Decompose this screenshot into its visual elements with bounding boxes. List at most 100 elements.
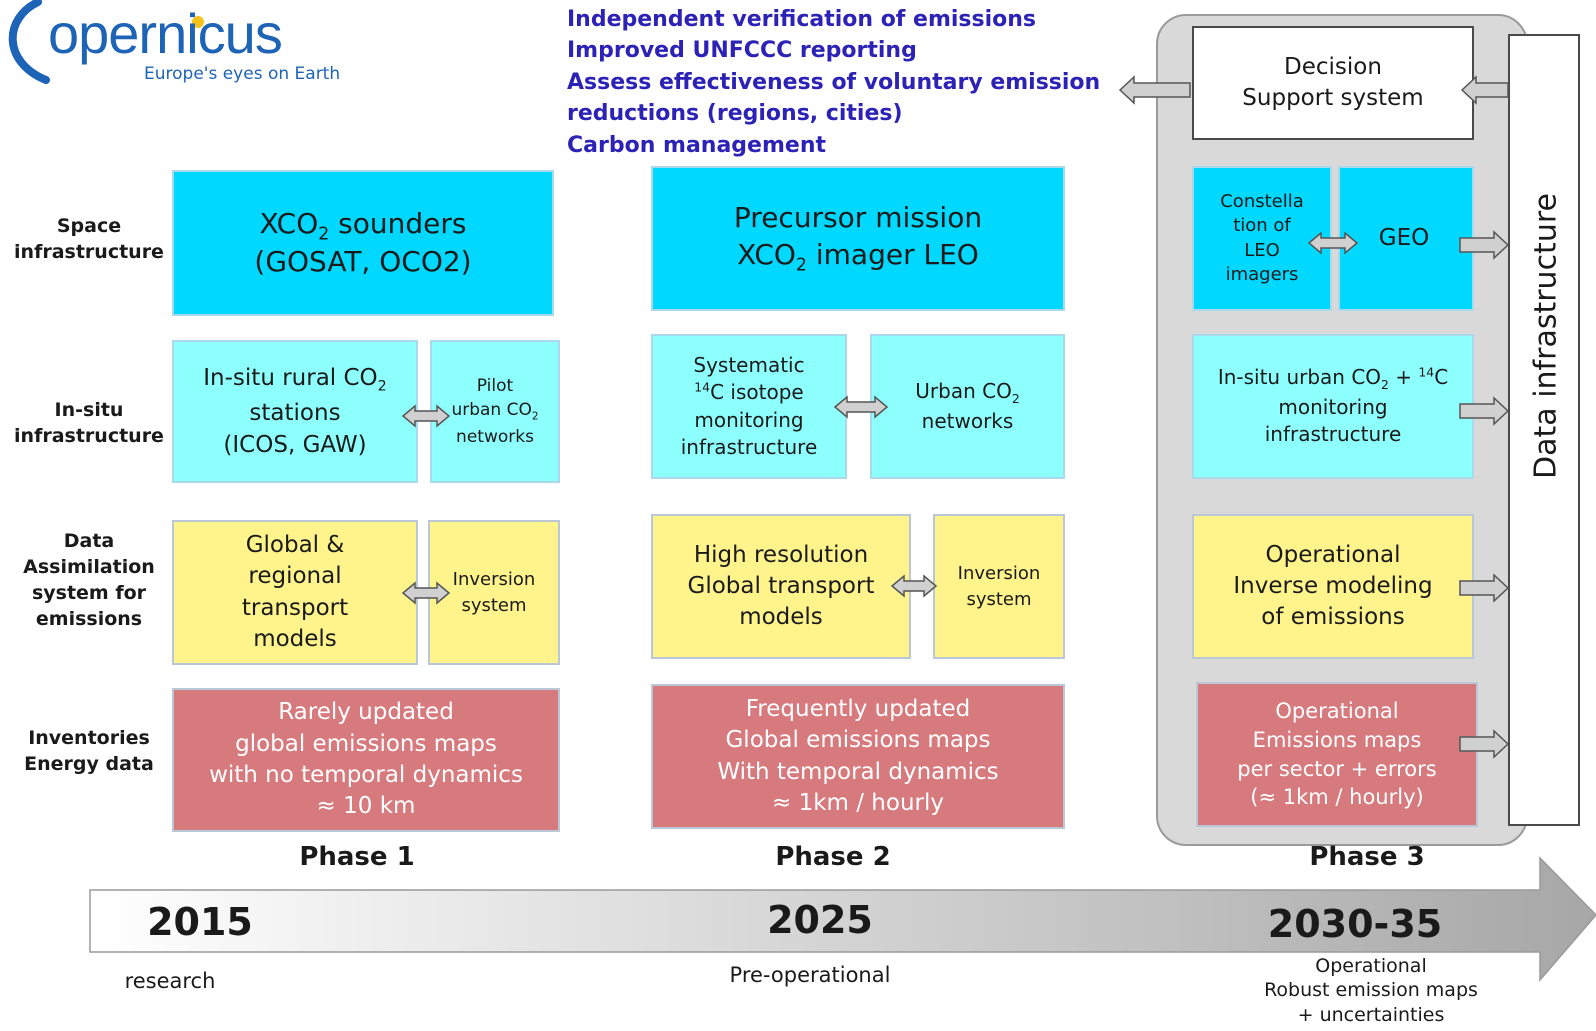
text: Urban CO bbox=[915, 378, 1012, 403]
goal-line: Improved UNFCCC reporting bbox=[567, 38, 917, 63]
text: XCO bbox=[737, 237, 796, 271]
phase2-space-box: Precursor mission XCO2 imager LEO bbox=[651, 166, 1065, 311]
text-line: In-situ urban CO2 + 14C bbox=[1218, 364, 1448, 394]
subscript: 2 bbox=[318, 224, 330, 245]
phase2-inventory-box: Frequently updated Global emissions maps… bbox=[651, 684, 1065, 829]
text: C bbox=[1434, 365, 1449, 390]
text-line: monitoring bbox=[1278, 395, 1388, 420]
subscript: 2 bbox=[531, 410, 539, 423]
text-line: ≈ 10 km bbox=[316, 793, 416, 820]
text-line: infrastructure bbox=[1264, 422, 1402, 447]
right-arrow-icon bbox=[1459, 729, 1510, 759]
text-line: (≈ 1km / hourly) bbox=[1250, 785, 1424, 810]
text-line: Precursor mission bbox=[733, 201, 983, 235]
row-label-text: Assimilation bbox=[23, 555, 155, 578]
goal-line: reductions (regions, cities) bbox=[567, 101, 903, 126]
geo-box: GEO bbox=[1338, 166, 1474, 311]
text-line: Inversion bbox=[957, 563, 1041, 585]
text-line: Emissions maps bbox=[1252, 727, 1422, 752]
text-line: In-situ rural CO2 bbox=[203, 362, 386, 398]
phase3-assim-box: Operational Inverse modeling of emission… bbox=[1192, 514, 1474, 659]
text: urban CO bbox=[451, 400, 532, 421]
text-line: stations bbox=[249, 400, 341, 427]
text-line: GEO bbox=[1378, 224, 1430, 251]
phase1-label: Phase 1 bbox=[299, 842, 415, 872]
text-line: tion of bbox=[1233, 215, 1291, 237]
phase3-label: Phase 3 bbox=[1309, 842, 1425, 872]
text-line: Global emissions maps bbox=[725, 727, 991, 754]
subscript: 2 bbox=[1011, 390, 1020, 406]
decision-support-box: Decision Support system bbox=[1192, 26, 1474, 140]
text-line: Robust emission maps bbox=[1264, 979, 1478, 1002]
text-line: High resolution bbox=[693, 541, 869, 568]
row-label-text: system for bbox=[31, 582, 147, 604]
data-infrastructure-box: Data infrastructure bbox=[1508, 34, 1580, 826]
text-line: system bbox=[461, 594, 527, 616]
superscript: 14 bbox=[694, 379, 711, 395]
text-line: Constella bbox=[1220, 190, 1304, 212]
double-arrow-icon bbox=[401, 581, 451, 605]
text-line: 14C isotope bbox=[694, 379, 803, 406]
text-line: Inverse modeling bbox=[1233, 572, 1433, 599]
year-2015: 2015 bbox=[147, 900, 253, 944]
text-line: Global transport bbox=[687, 572, 875, 599]
text-line: ≈ 1km / hourly bbox=[772, 789, 944, 816]
text-line: networks bbox=[456, 426, 534, 447]
text-line: Support system bbox=[1242, 85, 1424, 111]
phase2-sublabel: Pre-operational bbox=[729, 963, 891, 987]
row-label-inventories: Inventories Energy data bbox=[4, 716, 174, 786]
double-arrow-icon bbox=[401, 404, 451, 428]
text-line: global emissions maps bbox=[235, 730, 497, 757]
text-line: Urban CO2 bbox=[915, 378, 1019, 408]
text: C isotope bbox=[710, 380, 804, 405]
phase1-inventory-box: Rarely updated global emissions maps wit… bbox=[172, 688, 560, 832]
text: XCO bbox=[259, 206, 319, 240]
text-line: Pilot bbox=[476, 375, 514, 396]
text-line: XCO2 imager LEO bbox=[737, 237, 979, 277]
text: imager LEO bbox=[806, 237, 979, 271]
phase1-space-line1: XCO2 sounders bbox=[260, 207, 467, 245]
left-arrow-icon bbox=[1460, 75, 1509, 105]
subscript: 2 bbox=[795, 255, 807, 276]
year-2025: 2025 bbox=[767, 898, 873, 942]
goal-line: Carbon management bbox=[567, 133, 826, 158]
text-line: urban CO2 bbox=[451, 398, 538, 425]
text-line: LEO bbox=[1244, 239, 1280, 261]
row-label-space: Space infrastructure bbox=[4, 204, 174, 274]
text-line: Rarely updated bbox=[278, 699, 454, 726]
text-line: Frequently updated bbox=[745, 695, 971, 722]
phase3-inventory-box: Operational Emissions maps per sector + … bbox=[1196, 682, 1478, 827]
text-line: transport bbox=[241, 594, 349, 621]
double-arrow-icon bbox=[1307, 231, 1359, 255]
copernicus-logo: opernicus Europe's eyes on Earth bbox=[0, 0, 360, 90]
text-line: (ICOS, GAW) bbox=[223, 432, 367, 459]
phase1-assim-box: Global & regional transport models bbox=[172, 520, 418, 665]
logo-swoosh-icon bbox=[8, 0, 204, 84]
text-line: + uncertainties bbox=[1297, 1003, 1445, 1026]
text-line: infrastructure bbox=[680, 434, 818, 459]
text-line: Systematic bbox=[693, 353, 805, 378]
subscript: 2 bbox=[377, 378, 387, 395]
year-2030-35: 2030-35 bbox=[1267, 902, 1443, 946]
text-line: Operational bbox=[1315, 955, 1427, 977]
row-label-assimilation: Data Assimilation system for emissions bbox=[4, 520, 174, 640]
double-arrow-icon bbox=[890, 574, 938, 598]
logo-tagline: Europe's eyes on Earth bbox=[144, 64, 341, 84]
timeline-arrow bbox=[89, 856, 1596, 983]
phase1-insitu-box: In-situ rural CO2 stations (ICOS, GAW) bbox=[172, 340, 418, 483]
text-line: with no temporal dynamics bbox=[209, 762, 523, 788]
left-arrow-icon bbox=[1118, 75, 1191, 105]
phase1-sublabel: research bbox=[124, 969, 216, 993]
text-line: Operational bbox=[1275, 699, 1399, 724]
text-line: models bbox=[739, 604, 823, 631]
row-label-text: Inventories bbox=[28, 726, 150, 749]
text-line: monitoring bbox=[694, 407, 804, 432]
text-line: models bbox=[253, 625, 337, 652]
phase2-label: Phase 2 bbox=[775, 842, 891, 872]
superscript: 14 bbox=[1418, 364, 1435, 380]
text: sounders bbox=[329, 206, 467, 240]
phase1-inversion-box: Inversion system bbox=[428, 520, 560, 665]
row-label-text: infrastructure bbox=[14, 241, 164, 263]
phase2-inversion-box: Inversion system bbox=[933, 514, 1065, 659]
row-label-text: Energy data bbox=[24, 753, 154, 775]
